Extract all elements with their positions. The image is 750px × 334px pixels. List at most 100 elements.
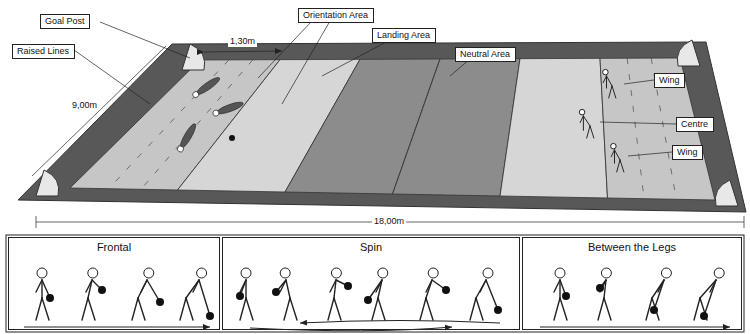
raised-line bbox=[627, 58, 644, 198]
leg bbox=[180, 298, 186, 320]
callout-box: Centre bbox=[676, 117, 714, 132]
leg bbox=[372, 298, 378, 320]
technique-panel: Spin bbox=[222, 237, 520, 330]
ball bbox=[206, 312, 214, 320]
leg bbox=[246, 298, 253, 320]
arm bbox=[611, 150, 614, 157]
player-figure bbox=[236, 268, 253, 320]
dimension-line bbox=[32, 46, 166, 176]
arm bbox=[658, 280, 664, 292]
leg bbox=[36, 298, 42, 320]
leg bbox=[590, 126, 594, 138]
leg bbox=[604, 298, 611, 320]
arm bbox=[280, 280, 286, 292]
leg bbox=[284, 298, 290, 320]
spin-arrow bbox=[300, 321, 500, 324]
ball bbox=[344, 282, 352, 290]
leg bbox=[186, 298, 193, 320]
arm bbox=[583, 116, 584, 130]
panel-heading: Between the Legs bbox=[523, 241, 741, 254]
arm bbox=[330, 280, 336, 292]
dimension-label: 18,00m bbox=[372, 216, 406, 227]
torso bbox=[426, 280, 432, 298]
player-figure bbox=[364, 268, 388, 320]
head bbox=[603, 69, 609, 75]
leader-line bbox=[628, 152, 672, 156]
dimension-label: 9,00m bbox=[70, 100, 99, 111]
callout-text: Raised Lines bbox=[17, 46, 69, 56]
dimension-tick bbox=[36, 216, 37, 228]
leg bbox=[609, 86, 612, 98]
leg bbox=[334, 298, 341, 320]
leader-line bbox=[282, 21, 330, 104]
head bbox=[241, 268, 251, 278]
arm bbox=[240, 280, 246, 292]
arm bbox=[710, 280, 716, 292]
head bbox=[601, 268, 611, 278]
player-figure bbox=[180, 268, 214, 320]
arm bbox=[36, 280, 42, 292]
arm bbox=[86, 280, 92, 292]
arm bbox=[141, 280, 147, 292]
arm bbox=[704, 280, 716, 316]
ball bbox=[442, 286, 450, 294]
panel-heading: Frontal bbox=[9, 241, 219, 254]
dimension-label: 1,30m bbox=[228, 36, 257, 47]
callout-text: Wing bbox=[677, 147, 698, 157]
player-figure bbox=[82, 268, 106, 320]
dimension-line bbox=[204, 51, 282, 52]
leg bbox=[587, 126, 590, 138]
head bbox=[88, 268, 98, 278]
leg bbox=[328, 298, 334, 320]
court-zone bbox=[600, 58, 715, 200]
leader-line bbox=[322, 40, 390, 76]
callout-box: Goal Post bbox=[40, 14, 90, 29]
callout-box: Raised Lines bbox=[12, 44, 75, 59]
player-figure bbox=[596, 268, 611, 320]
ball bbox=[98, 286, 106, 294]
head bbox=[331, 268, 341, 278]
player-figure bbox=[646, 268, 671, 320]
player-figure bbox=[694, 268, 724, 320]
dimension-tick bbox=[744, 216, 745, 228]
callout-box: Wing bbox=[654, 73, 685, 88]
leg bbox=[82, 298, 88, 320]
motion-arrow bbox=[540, 327, 730, 328]
arm bbox=[199, 280, 210, 316]
player-figure bbox=[470, 268, 502, 320]
arm bbox=[603, 76, 606, 83]
player-figure bbox=[328, 268, 352, 320]
crouching-player bbox=[611, 143, 624, 172]
head bbox=[428, 268, 438, 278]
lying-player bbox=[191, 75, 221, 99]
torso bbox=[286, 280, 290, 298]
callout-text: Neutral Area bbox=[460, 49, 510, 59]
court-border bbox=[18, 42, 746, 212]
arm bbox=[480, 280, 486, 292]
callout-box: Neutral Area bbox=[455, 47, 516, 62]
arm bbox=[193, 280, 199, 292]
leg bbox=[88, 298, 95, 320]
goal-post bbox=[715, 180, 738, 206]
head bbox=[197, 268, 207, 278]
callout-box: Landing Area bbox=[372, 28, 436, 43]
leader-line bbox=[74, 50, 150, 104]
head bbox=[611, 143, 617, 149]
leg bbox=[290, 298, 297, 320]
head bbox=[37, 268, 47, 278]
head bbox=[483, 268, 493, 278]
callout-box: Orientation Area bbox=[298, 8, 374, 23]
player-body bbox=[216, 100, 245, 116]
arm bbox=[486, 280, 498, 310]
arm bbox=[654, 280, 664, 310]
leg bbox=[617, 160, 620, 172]
ball bbox=[562, 292, 570, 300]
spin-arrow bbox=[250, 327, 452, 331]
torso bbox=[652, 280, 664, 298]
player-figure bbox=[420, 268, 450, 320]
head bbox=[280, 268, 290, 278]
ball bbox=[272, 288, 280, 296]
leg bbox=[420, 298, 426, 320]
leg bbox=[620, 160, 624, 172]
leg bbox=[426, 298, 433, 320]
